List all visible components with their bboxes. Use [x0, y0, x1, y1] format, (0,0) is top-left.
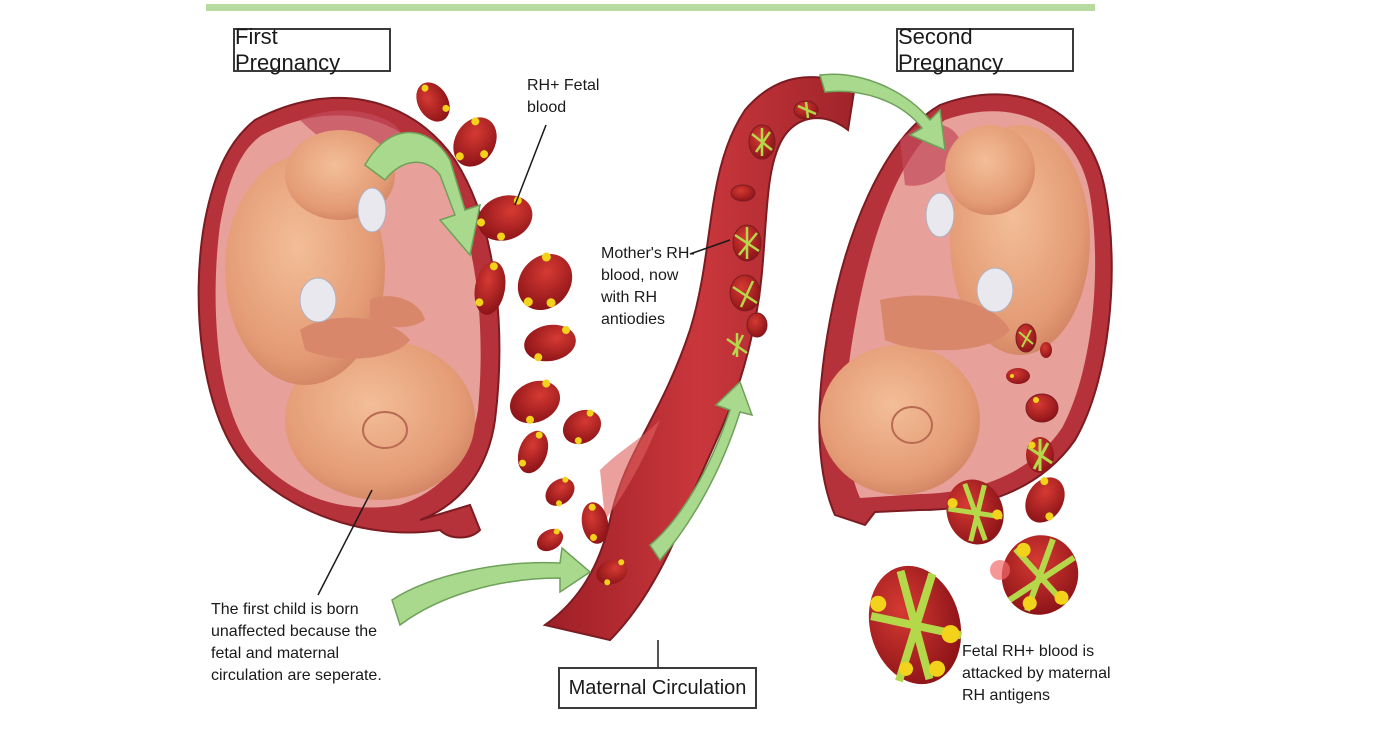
caption-line: Fetal RH+ blood is — [962, 643, 1095, 660]
leader-lines — [317, 124, 731, 667]
caption-line: RH+ Fetal — [527, 77, 600, 94]
arrow-to-second — [819, 73, 946, 152]
caption-line: with RH — [601, 289, 658, 306]
first-pregnancy-uterus — [197, 96, 501, 539]
top-accent-bar — [206, 4, 1095, 11]
caption-line: circulation are seperate. — [211, 667, 382, 684]
second-pregnancy-uterus — [818, 93, 1113, 527]
attacked-fetal-cells — [868, 323, 1079, 685]
transfer-arrows — [364, 73, 946, 627]
caption-line: RH antigens — [962, 687, 1051, 704]
caption-line: unaffected because the — [211, 623, 378, 640]
arrow-fetal-to-mother — [364, 131, 481, 257]
first-child-caption: The first child is born unaffected becau… — [211, 599, 411, 687]
caption-line: The first child is born — [211, 601, 359, 618]
maternal-antibody-cells — [726, 100, 819, 357]
caption-line: fetal and maternal — [211, 645, 340, 662]
mother-blood-caption: Mother's RH- blood, now with RH antiodie… — [601, 243, 711, 331]
maternal-vessel — [542, 76, 857, 642]
caption-line: antiodies — [601, 311, 666, 328]
second-pregnancy-label: Second Pregnancy — [896, 24, 1074, 75]
first-pregnancy-label: First Pregnancy — [233, 24, 391, 75]
caption-line: Mother's RH- — [601, 245, 695, 262]
caption-line: blood — [527, 99, 567, 116]
maternal-circulation-label: Maternal Circulation — [558, 667, 757, 709]
arrow-into-vessel — [391, 546, 592, 627]
fetal-blood-cells — [416, 82, 628, 586]
caption-line: blood, now — [601, 267, 679, 284]
caption-line: attacked by maternal — [962, 665, 1111, 682]
arrow-up-vessel — [649, 380, 754, 562]
fetal-blood-caption: RH+ Fetal blood — [527, 75, 617, 119]
fetal-attacked-caption: Fetal RH+ blood is attacked by maternal … — [962, 641, 1112, 707]
